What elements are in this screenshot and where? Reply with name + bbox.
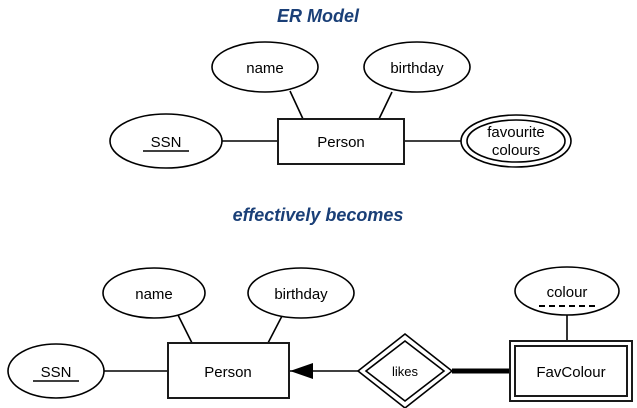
- entity-person-bottom-box: [167, 342, 290, 399]
- attribute-ssn-bottom[interactable]: SSN: [7, 343, 105, 399]
- connector-name-to-person-bottom: [177, 314, 193, 344]
- relationship-likes-label: likes: [392, 364, 419, 379]
- entity-favcolour-label: FavColour: [536, 364, 605, 381]
- attribute-ssn-top-label: SSN: [151, 134, 182, 151]
- attribute-name-top-label: name: [246, 60, 284, 77]
- entity-favcolour[interactable]: FavColour: [509, 340, 633, 402]
- attribute-colour-label: colour: [547, 284, 588, 301]
- relationship-likes-inner-diamond: [364, 339, 446, 403]
- attribute-birthday-bottom[interactable]: birthday: [247, 267, 355, 319]
- attribute-ssn-top-ellipse: [109, 113, 223, 169]
- attribute-birthday-top-label: birthday: [390, 60, 444, 77]
- arrowhead-likes-to-person: [290, 363, 313, 379]
- attribute-name-bottom[interactable]: name: [102, 267, 206, 319]
- attribute-birthday-bottom-label: birthday: [274, 286, 328, 303]
- attribute-birthday-bottom-ellipse: [247, 267, 355, 319]
- attribute-ssn-bottom-label: SSN: [41, 364, 72, 381]
- entity-person-top-box: [277, 118, 405, 165]
- attribute-name-bottom-ellipse: [102, 267, 206, 319]
- attribute-favourite-colours-label-line1: favourite: [487, 124, 545, 141]
- section-title-er-model: ER Model: [277, 6, 360, 26]
- relationship-likes[interactable]: likes: [356, 332, 454, 408]
- entity-person-top-label: Person: [317, 134, 365, 151]
- attribute-name-bottom-label: name: [135, 286, 173, 303]
- attribute-favourite-colours-label-line2: colours: [492, 142, 540, 159]
- attribute-favourite-colours[interactable]: favourite colours: [460, 114, 572, 168]
- attribute-birthday-top-ellipse: [363, 41, 471, 93]
- attribute-ssn-top[interactable]: SSN: [109, 113, 223, 169]
- attribute-name-top-ellipse: [211, 41, 319, 93]
- attribute-birthday-top[interactable]: birthday: [363, 41, 471, 93]
- attribute-colour[interactable]: colour: [514, 266, 620, 316]
- entity-person-top[interactable]: Person: [277, 118, 405, 165]
- connector-birthday-to-person-top: [378, 91, 393, 120]
- attribute-name-top[interactable]: name: [211, 41, 319, 93]
- section-title-effectively-becomes: effectively becomes: [233, 205, 404, 225]
- connector-birthday-to-person-bottom: [267, 315, 283, 344]
- attribute-colour-ellipse: [514, 266, 620, 316]
- connector-name-to-person-top: [289, 90, 304, 120]
- entity-person-bottom-label: Person: [204, 364, 252, 381]
- entity-person-bottom[interactable]: Person: [167, 342, 290, 399]
- entity-favcolour-inner-box: [514, 345, 628, 397]
- attribute-ssn-bottom-ellipse: [7, 343, 105, 399]
- attribute-favourite-colours-inner-ellipse: [466, 119, 566, 163]
